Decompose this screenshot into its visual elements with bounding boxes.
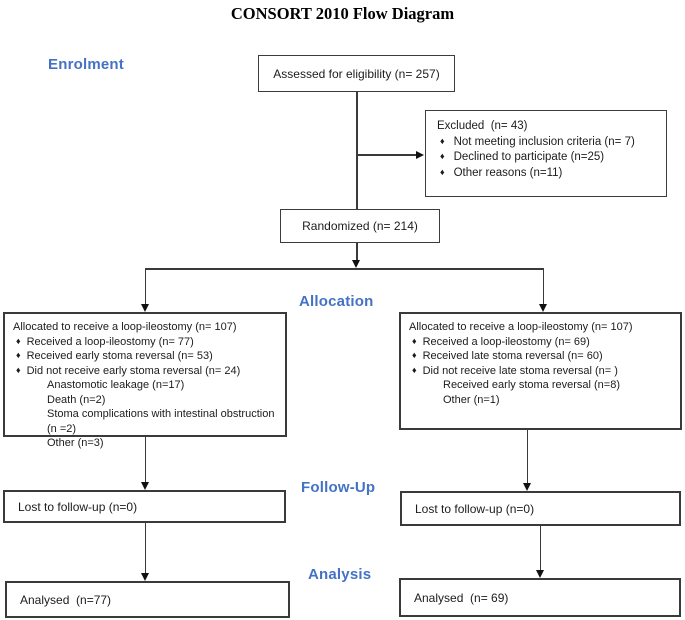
diamond-bullet-icon: ♦ [440, 151, 445, 161]
diagram-title: CONSORT 2010 Flow Diagram [230, 4, 455, 23]
excluded-item: ♦ Declined to participate (n=25) [437, 150, 662, 166]
analysed-left-text: Analysed (n=77) [20, 592, 112, 607]
analysed-right-box: Analysed (n= 69) [399, 578, 681, 617]
allocation-right-item-text: Received a loop-ileostomy (n= 69) [422, 335, 590, 348]
connector-left-followup [144, 437, 146, 483]
excluded-item-text: Not meeting inclusion criteria (n= 7) [453, 135, 635, 148]
lost-followup-left-text: Lost to follow-up (n=0) [18, 499, 138, 514]
assessed-eligibility-box: Assessed for eligibility (n= 257) [258, 55, 455, 92]
diamond-bullet-icon: ♦ [440, 135, 445, 146]
excluded-item-text: Other reasons (n=11) [453, 166, 563, 179]
allocation-right-item: ♦ Did not receive late stoma reversal (n=… [409, 364, 676, 379]
arrowhead-right-alloc [538, 304, 547, 312]
diamond-bullet-icon: ♦ [412, 364, 417, 375]
allocation-right-subitem: Other (n=1) [443, 393, 500, 406]
connector-randomized-down [356, 243, 358, 261]
connector-right-alloc [542, 268, 544, 305]
allocation-left-item-text: Received early stoma reversal (n= 53) [26, 350, 213, 362]
diamond-bullet-icon: ♦ [412, 335, 417, 346]
allocation-left-box: Allocated to receive a loop-ileostomy (n… [3, 312, 287, 449]
stage-label-analysis: Analysis [308, 566, 372, 583]
randomized-text: Randomized (n= 214) [302, 219, 418, 233]
stage-label-enrolment: Enrolment [48, 56, 124, 73]
stage-label-allocation: Allocation [299, 293, 374, 310]
allocation-right-list: Allocated to receive a loop-ileostomy (n… [401, 314, 680, 407]
connector-split-horizontal [145, 268, 543, 270]
allocation-right-box: Allocated to receive a loop-ileostomy (n… [399, 312, 682, 430]
excluded-list: Excluded (n= 43) ♦ Not meeting inclusion … [426, 111, 666, 181]
excluded-item-text: Declined to participate (n=25) [453, 151, 605, 163]
arrowhead-split [352, 260, 360, 268]
excluded-item: ♦ Other reasons (n=11) [437, 166, 662, 182]
analysed-right-text: Analysed (n= 69) [414, 590, 509, 605]
allocation-right-item: ♦ Received a loop-ileostomy (n= 69) [409, 335, 676, 350]
stage-label-followup: Follow-Up [301, 479, 376, 496]
connector-to-excluded [356, 154, 417, 156]
connector-right-followup [526, 430, 528, 484]
lost-followup-right-text: Lost to follow-up (n=0) [415, 501, 535, 516]
arrowhead-right-analysis [535, 570, 544, 578]
excluded-title: Excluded (n= 43) [437, 120, 528, 132]
lost-followup-right-box: Lost to follow-up (n=0) [400, 491, 681, 526]
allocation-right-title: Allocated to receive a loop-ileostomy (n… [409, 321, 633, 333]
diamond-bullet-icon: ♦ [440, 166, 445, 177]
diamond-bullet-icon: ♦ [16, 335, 21, 346]
connector-right-analysis [539, 526, 541, 571]
allocation-right-subitem: Received early stoma reversal (n=8) [443, 379, 620, 391]
allocation-left-title: Allocated to receive a loop-ileostomy (n… [13, 321, 237, 333]
excluded-item: ♦ Not meeting inclusion criteria (n= 7) [437, 135, 662, 151]
allocation-left-subitem: Other (n=3) [47, 437, 104, 449]
allocation-left-item-text: Did not receive early stoma reversal (n=… [26, 364, 241, 377]
analysed-left-box: Analysed (n=77) [5, 581, 290, 618]
arrowhead-left-alloc [140, 304, 149, 312]
allocation-left-item: ♦ Received early stoma reversal (n= 53) [13, 349, 281, 364]
diamond-bullet-icon: ♦ [16, 364, 21, 375]
allocation-left-item: ♦ Received a loop-ileostomy (n= 77) [13, 335, 281, 350]
allocation-left-item-text: Received a loop-ileostomy (n= 77) [26, 335, 194, 348]
allocation-left-subitem: Death (n=2) [47, 393, 106, 406]
allocation-left-list: Allocated to receive a loop-ileostomy (n… [5, 314, 285, 451]
arrowhead-left-analysis [140, 573, 149, 581]
connector-assessed-to-randomized [356, 92, 358, 210]
lost-followup-left-box: Lost to follow-up (n=0) [3, 490, 286, 523]
allocation-right-item-text: Received late stoma reversal (n= 60) [422, 350, 603, 362]
arrowhead-left-followup [140, 482, 149, 490]
excluded-box: Excluded (n= 43) ♦ Not meeting inclusion … [425, 110, 667, 197]
diamond-bullet-icon: ♦ [412, 350, 417, 360]
allocation-left-item: ♦ Did not receive early stoma reversal (n… [13, 364, 281, 379]
arrowhead-excluded [416, 150, 424, 159]
diamond-bullet-icon: ♦ [16, 350, 21, 360]
connector-left-analysis [144, 523, 146, 574]
randomized-box: Randomized (n= 214) [280, 209, 440, 243]
assessed-eligibility-text: Assessed for eligibility (n= 257) [273, 66, 440, 81]
allocation-right-item-text: Did not receive late stoma reversal (n= … [422, 364, 618, 377]
allocation-left-subitem: Stoma complications with intestinal obst… [47, 408, 278, 435]
connector-left-alloc [144, 268, 146, 305]
arrowhead-right-followup [522, 483, 531, 491]
allocation-right-item: ♦ Received late stoma reversal (n= 60) [409, 349, 676, 364]
allocation-left-subitem: Anastomotic leakage (n=17) [47, 379, 185, 391]
